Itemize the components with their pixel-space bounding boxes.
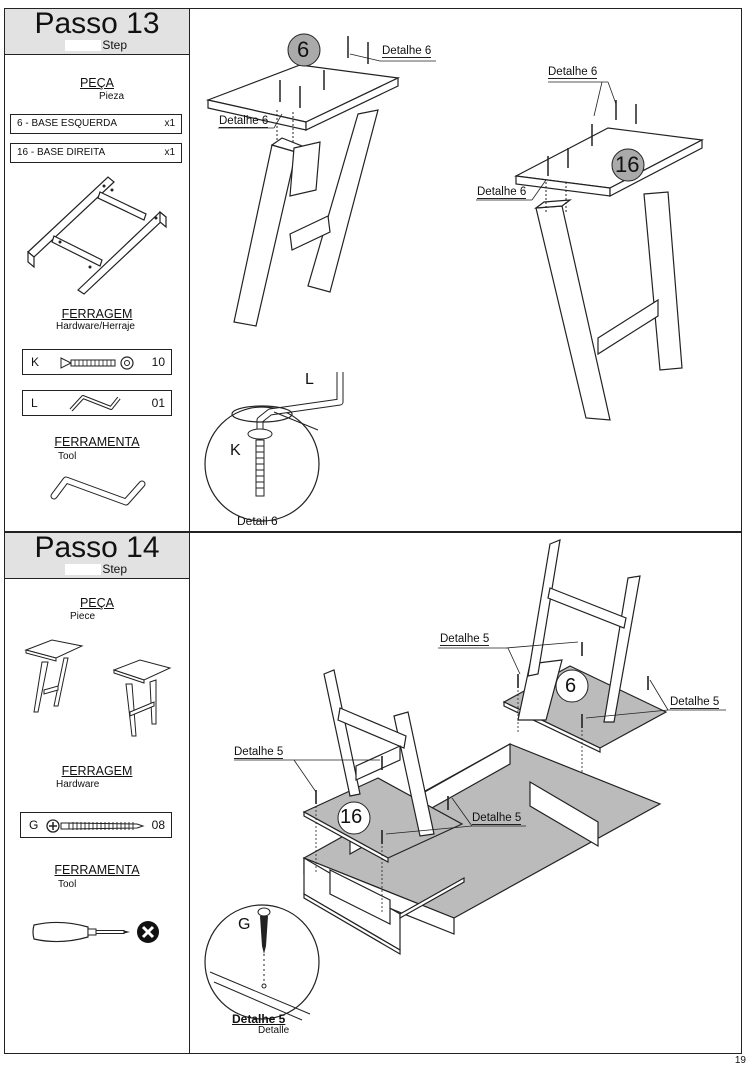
step-14-callout-detail5: Detalhe 5: [440, 633, 490, 646]
allen-key-icon: [69, 395, 121, 412]
step-14-detail-subtitle: Detalle: [258, 1025, 290, 1036]
step-13-hardware-subtitle: Hardware/Herraje: [56, 321, 135, 332]
step-13-subtitle: Step: [102, 38, 127, 52]
screw-k-icon: [60, 356, 134, 370]
step-13-sidebar: [4, 8, 190, 532]
step-14-tool-title: FERRAMENTA: [54, 863, 140, 877]
step-14-assembly-illustration: [204, 539, 726, 1021]
screw-g-icon: [46, 819, 145, 833]
step-13-base-thumbnail: [27, 176, 167, 295]
step-13-frame: [4, 8, 742, 532]
step-14-subtitle: Step: [102, 562, 127, 576]
step-13-hardware-row: K 10: [22, 349, 172, 375]
step-13-assembly-illustration: [204, 33, 704, 522]
step-14-parts-thumbnail: [24, 639, 172, 737]
step-14-hardware-subtitle: Hardware: [56, 779, 100, 790]
step-13-label-l: L: [305, 371, 314, 388]
step-14-title: Passo 14: [34, 531, 160, 564]
step-13-tool-title: FERRAMENTA: [54, 435, 140, 449]
page-number: 19: [734, 1055, 746, 1066]
step-13-parts-title: PEÇA: [79, 76, 115, 90]
step-13-badge-6: 6: [297, 37, 310, 62]
step-14-label-mask: [65, 564, 101, 575]
step-13-header: Passo 13 Step: [5, 7, 189, 55]
step-13-callout-detail6: Detalhe 6: [548, 66, 598, 79]
step-13-badge-16: 16: [615, 152, 640, 177]
step-14-callout-detail5: Detalhe 5: [670, 696, 720, 709]
step-14-tool-subtitle: Tool: [58, 879, 77, 890]
step-14-badge-16: 16: [340, 806, 363, 828]
step-13-parts-subtitle: Pieza: [99, 91, 125, 102]
step-13-hardware-title: FERRAGEM: [61, 307, 133, 321]
step-14-hardware-row: G 08: [20, 812, 172, 838]
part-qty: x1: [164, 147, 175, 158]
step-14-detail-title: Detalhe 5: [232, 1012, 286, 1026]
hardware-qty: 10: [151, 355, 165, 369]
step-14-frame: [4, 532, 742, 1054]
step-13-tool-subtitle: Tool: [58, 451, 77, 462]
allen-key-tool-icon: [50, 476, 146, 506]
step-13-label-mask: [65, 40, 101, 51]
step-14-parts-subtitle: Piece: [70, 611, 96, 622]
part-name: 6 - BASE ESQUERDA: [17, 118, 118, 129]
step-13-callout-detail6: Detalhe 6: [477, 186, 527, 199]
screwdriver-icon: [32, 921, 159, 943]
step-13-title: Passo 13: [34, 7, 160, 40]
step-13-callout-detail6: Detalhe 6: [219, 115, 269, 128]
step-13-callout-detail6: Detalhe 6: [382, 45, 432, 58]
step-13-detail-caption: Detail 6: [237, 514, 278, 528]
step-14-sidebar: [4, 532, 190, 1054]
step-14-header: Passo 14 Step: [5, 531, 189, 579]
step-13-label-k: K: [230, 442, 241, 459]
part-qty: x1: [164, 118, 175, 129]
step-14-callout-detail5: Detalhe 5: [234, 746, 284, 759]
step-14-badge-6: 6: [565, 675, 577, 697]
step-13-hardware-row: L 01: [22, 390, 172, 416]
hardware-qty: 01: [151, 396, 165, 410]
hardware-qty: 08: [151, 818, 165, 832]
step-13-part-row: 16 - BASE DIREITA x1: [10, 143, 182, 163]
step-14-label-g: G: [238, 916, 251, 933]
step-14-hardware-title: FERRAGEM: [61, 764, 133, 778]
part-name: 16 - BASE DIREITA: [17, 147, 106, 158]
hardware-code: G: [29, 818, 39, 832]
step-14-parts-title: PEÇA: [79, 596, 115, 610]
hardware-code: K: [31, 355, 40, 369]
step-13-part-row: 6 - BASE ESQUERDA x1: [10, 114, 182, 134]
step-14-callout-detail5: Detalhe 5: [472, 812, 522, 825]
hardware-code: L: [31, 396, 38, 410]
